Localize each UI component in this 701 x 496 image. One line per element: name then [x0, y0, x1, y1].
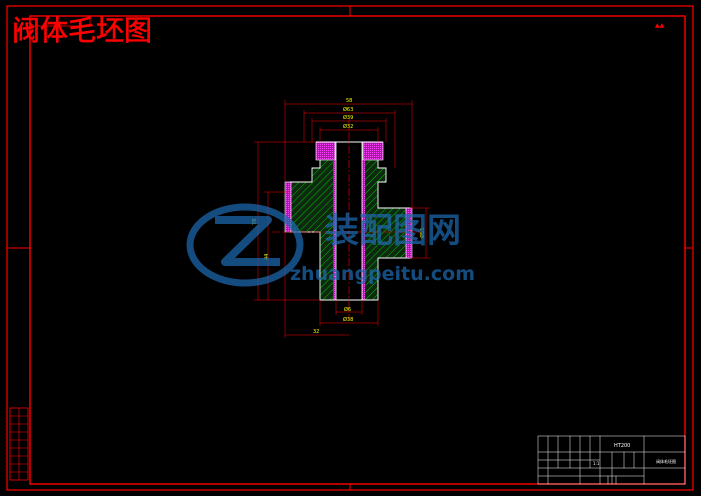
watermark-logo-z	[215, 216, 280, 266]
title-block-material: HT200	[614, 443, 630, 449]
watermark-cn: 装配图网	[325, 211, 461, 251]
dim-bottom-bore: Ø6	[344, 306, 351, 313]
dim-bottom-offset: 32	[313, 329, 319, 335]
title-block-scale: 1:1	[593, 461, 600, 466]
watermark-en: zhuangpeitu.com	[290, 263, 475, 285]
valve-body-section	[272, 118, 426, 320]
dim-right-flange: Ø55	[419, 228, 426, 238]
dim-left-inner: 44	[264, 254, 270, 260]
top-left-code-box	[29, 15, 91, 27]
title-block-part-name: 阀体毛坯图	[656, 458, 676, 464]
dim-d32: Ø32	[343, 123, 353, 130]
dim-d63: Ø63	[343, 106, 353, 113]
allowance-top-right	[362, 141, 384, 161]
drawing-title: 阀体毛坯图	[12, 14, 152, 47]
title-block	[537, 435, 686, 485]
watermark-logo-ring	[186, 203, 304, 287]
dimensions	[254, 100, 430, 338]
dim-bottom-outer: Ø38	[343, 316, 353, 323]
inner-border	[29, 15, 686, 485]
dim-top-overall: 58	[346, 98, 352, 104]
allowance-right-flange	[405, 207, 413, 259]
allowance-top-left	[315, 141, 336, 161]
allowance-bore-right	[362, 160, 365, 300]
left-binding-block	[9, 407, 29, 481]
dim-d39: Ø39	[343, 114, 353, 121]
corner-mark: ▲▲	[655, 22, 665, 29]
watermark: 装配图网 zhuangpeitu.com	[186, 203, 475, 287]
allowance-bore-left	[333, 160, 336, 300]
